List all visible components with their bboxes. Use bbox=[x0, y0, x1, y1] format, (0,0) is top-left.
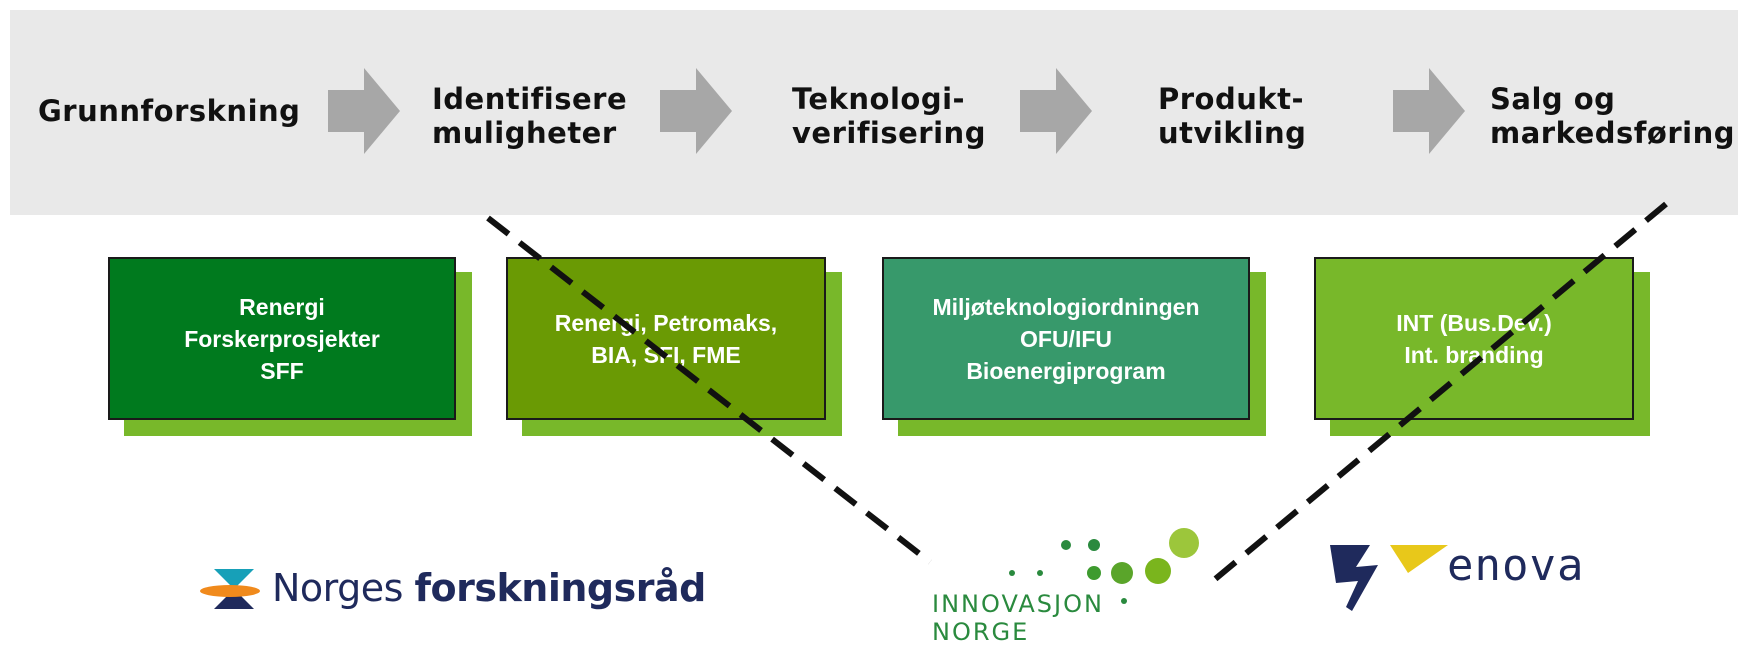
arrow-icon bbox=[1393, 68, 1465, 154]
innovasjon-norge-dots-icon bbox=[1009, 528, 1199, 604]
enova-logo-text: enova bbox=[1447, 540, 1585, 591]
stage-produktutvikling: Produkt- utvikling bbox=[1158, 82, 1307, 150]
arrow-icon bbox=[660, 68, 732, 154]
program-box-muligheter: Renergi, Petromaks, BIA, SFI, FME bbox=[506, 257, 826, 420]
stage-salg-markedsforing: Salg og markedsføring bbox=[1490, 82, 1735, 150]
stage-teknologiverifisering: Teknologi- verifisering bbox=[792, 82, 986, 150]
arrow-icon bbox=[1020, 68, 1092, 154]
nfr-logo-text: Norges forskningsråd bbox=[272, 566, 706, 610]
innovasjon-norge-text: INNOVASJON NORGE bbox=[932, 590, 1104, 646]
arrow-icon bbox=[328, 68, 400, 154]
nfr-logo-icon bbox=[200, 569, 260, 609]
program-box-verifisering: Miljøteknologiordningen OFU/IFU Bioenerg… bbox=[882, 257, 1250, 420]
enova-logo-icon bbox=[1330, 545, 1448, 611]
program-box-salg: INT (Bus.Dev.) Int. branding bbox=[1314, 257, 1634, 420]
stage-identifisere-muligheter: Identifisere muligheter bbox=[432, 82, 628, 150]
stage-grunnforskning: Grunnforskning bbox=[38, 94, 301, 128]
program-box-grunnforskning: Renergi Forskerprosjekter SFF bbox=[108, 257, 456, 420]
